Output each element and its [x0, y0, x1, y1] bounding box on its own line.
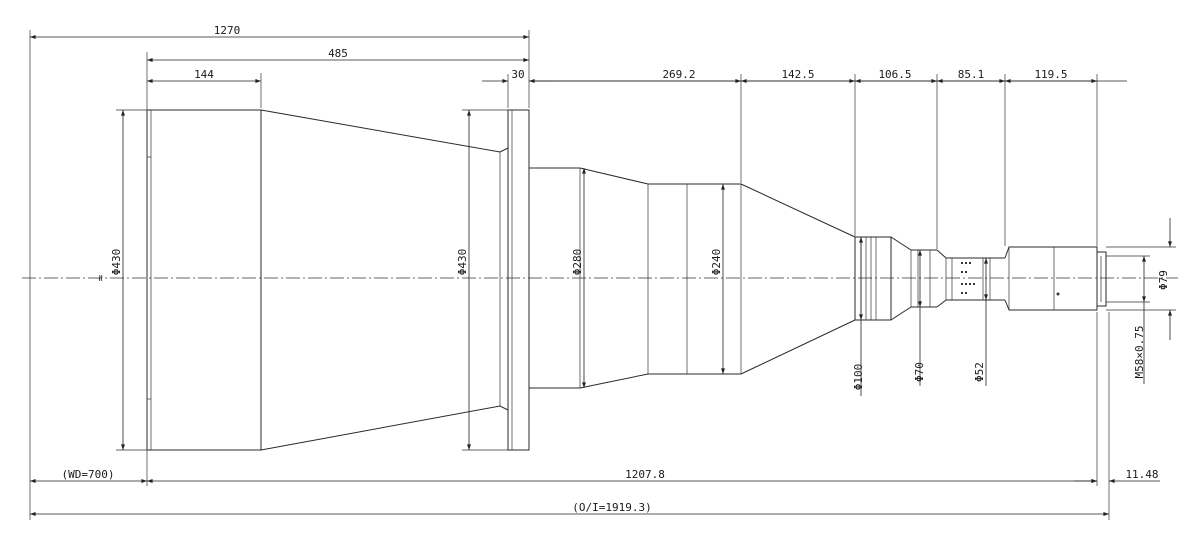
dim-section-4: 85.1	[958, 68, 985, 81]
diameter-dimensions: Φ430 ≈ Φ430 Φ280 Φ240 Φ100 Φ70 Φ52 Φ79	[94, 109, 1172, 451]
flange	[507, 109, 530, 451]
bottom-dimensions: (WD=700) 1207.8 11.48 (O/I=1919.3)	[30, 468, 1160, 516]
dim-section-1: 269.2	[662, 68, 695, 81]
dim-object-to-image: (O/I=1919.3)	[572, 501, 651, 514]
rear-cone	[740, 183, 856, 238]
dim-back-focal: 11.48	[1125, 468, 1158, 481]
dim-flange-width: 30	[511, 68, 524, 81]
dim-front-cone-length: 485	[328, 47, 348, 60]
dim-diameter-body-1: Φ280	[571, 249, 584, 276]
focus-scale	[961, 262, 975, 294]
main-body	[529, 167, 741, 185]
dim-overall-length: 1270	[214, 24, 241, 37]
dim-lens-length: 1207.8	[625, 468, 665, 481]
dim-mount-thread: M58×0.75	[1133, 326, 1146, 379]
rear-housing	[1004, 246, 1098, 311]
dim-diameter-neck-1: Φ100	[852, 364, 865, 391]
dim-working-distance: (WD=700)	[62, 468, 115, 481]
dim-diameter-front-barrel: Φ430	[110, 249, 123, 276]
dim-front-barrel-length: 144	[194, 68, 214, 81]
neck-ring-100	[854, 236, 892, 321]
dim-diameter-neck-3: Φ52	[973, 362, 986, 382]
dim-section-5: 119.5	[1034, 68, 1067, 81]
top-dimensions: 1270 485 144 30 269.2 142.5 106.5 85.1 1…	[30, 24, 1127, 83]
front-cone	[260, 109, 509, 153]
dim-section-3: 106.5	[878, 68, 911, 81]
mount	[1096, 251, 1107, 307]
dim-diameter-rear-thread: Φ79	[1157, 270, 1170, 290]
front-barrel	[146, 109, 262, 451]
break-symbol: ≈	[94, 274, 107, 281]
lens-body	[146, 109, 1107, 451]
dim-section-2: 142.5	[781, 68, 814, 81]
dim-diameter-body-2: Φ240	[710, 249, 723, 276]
dim-diameter-flange: Φ430	[456, 249, 469, 276]
extension-lines	[29, 30, 1176, 520]
dim-diameter-neck-2: Φ70	[913, 362, 926, 382]
